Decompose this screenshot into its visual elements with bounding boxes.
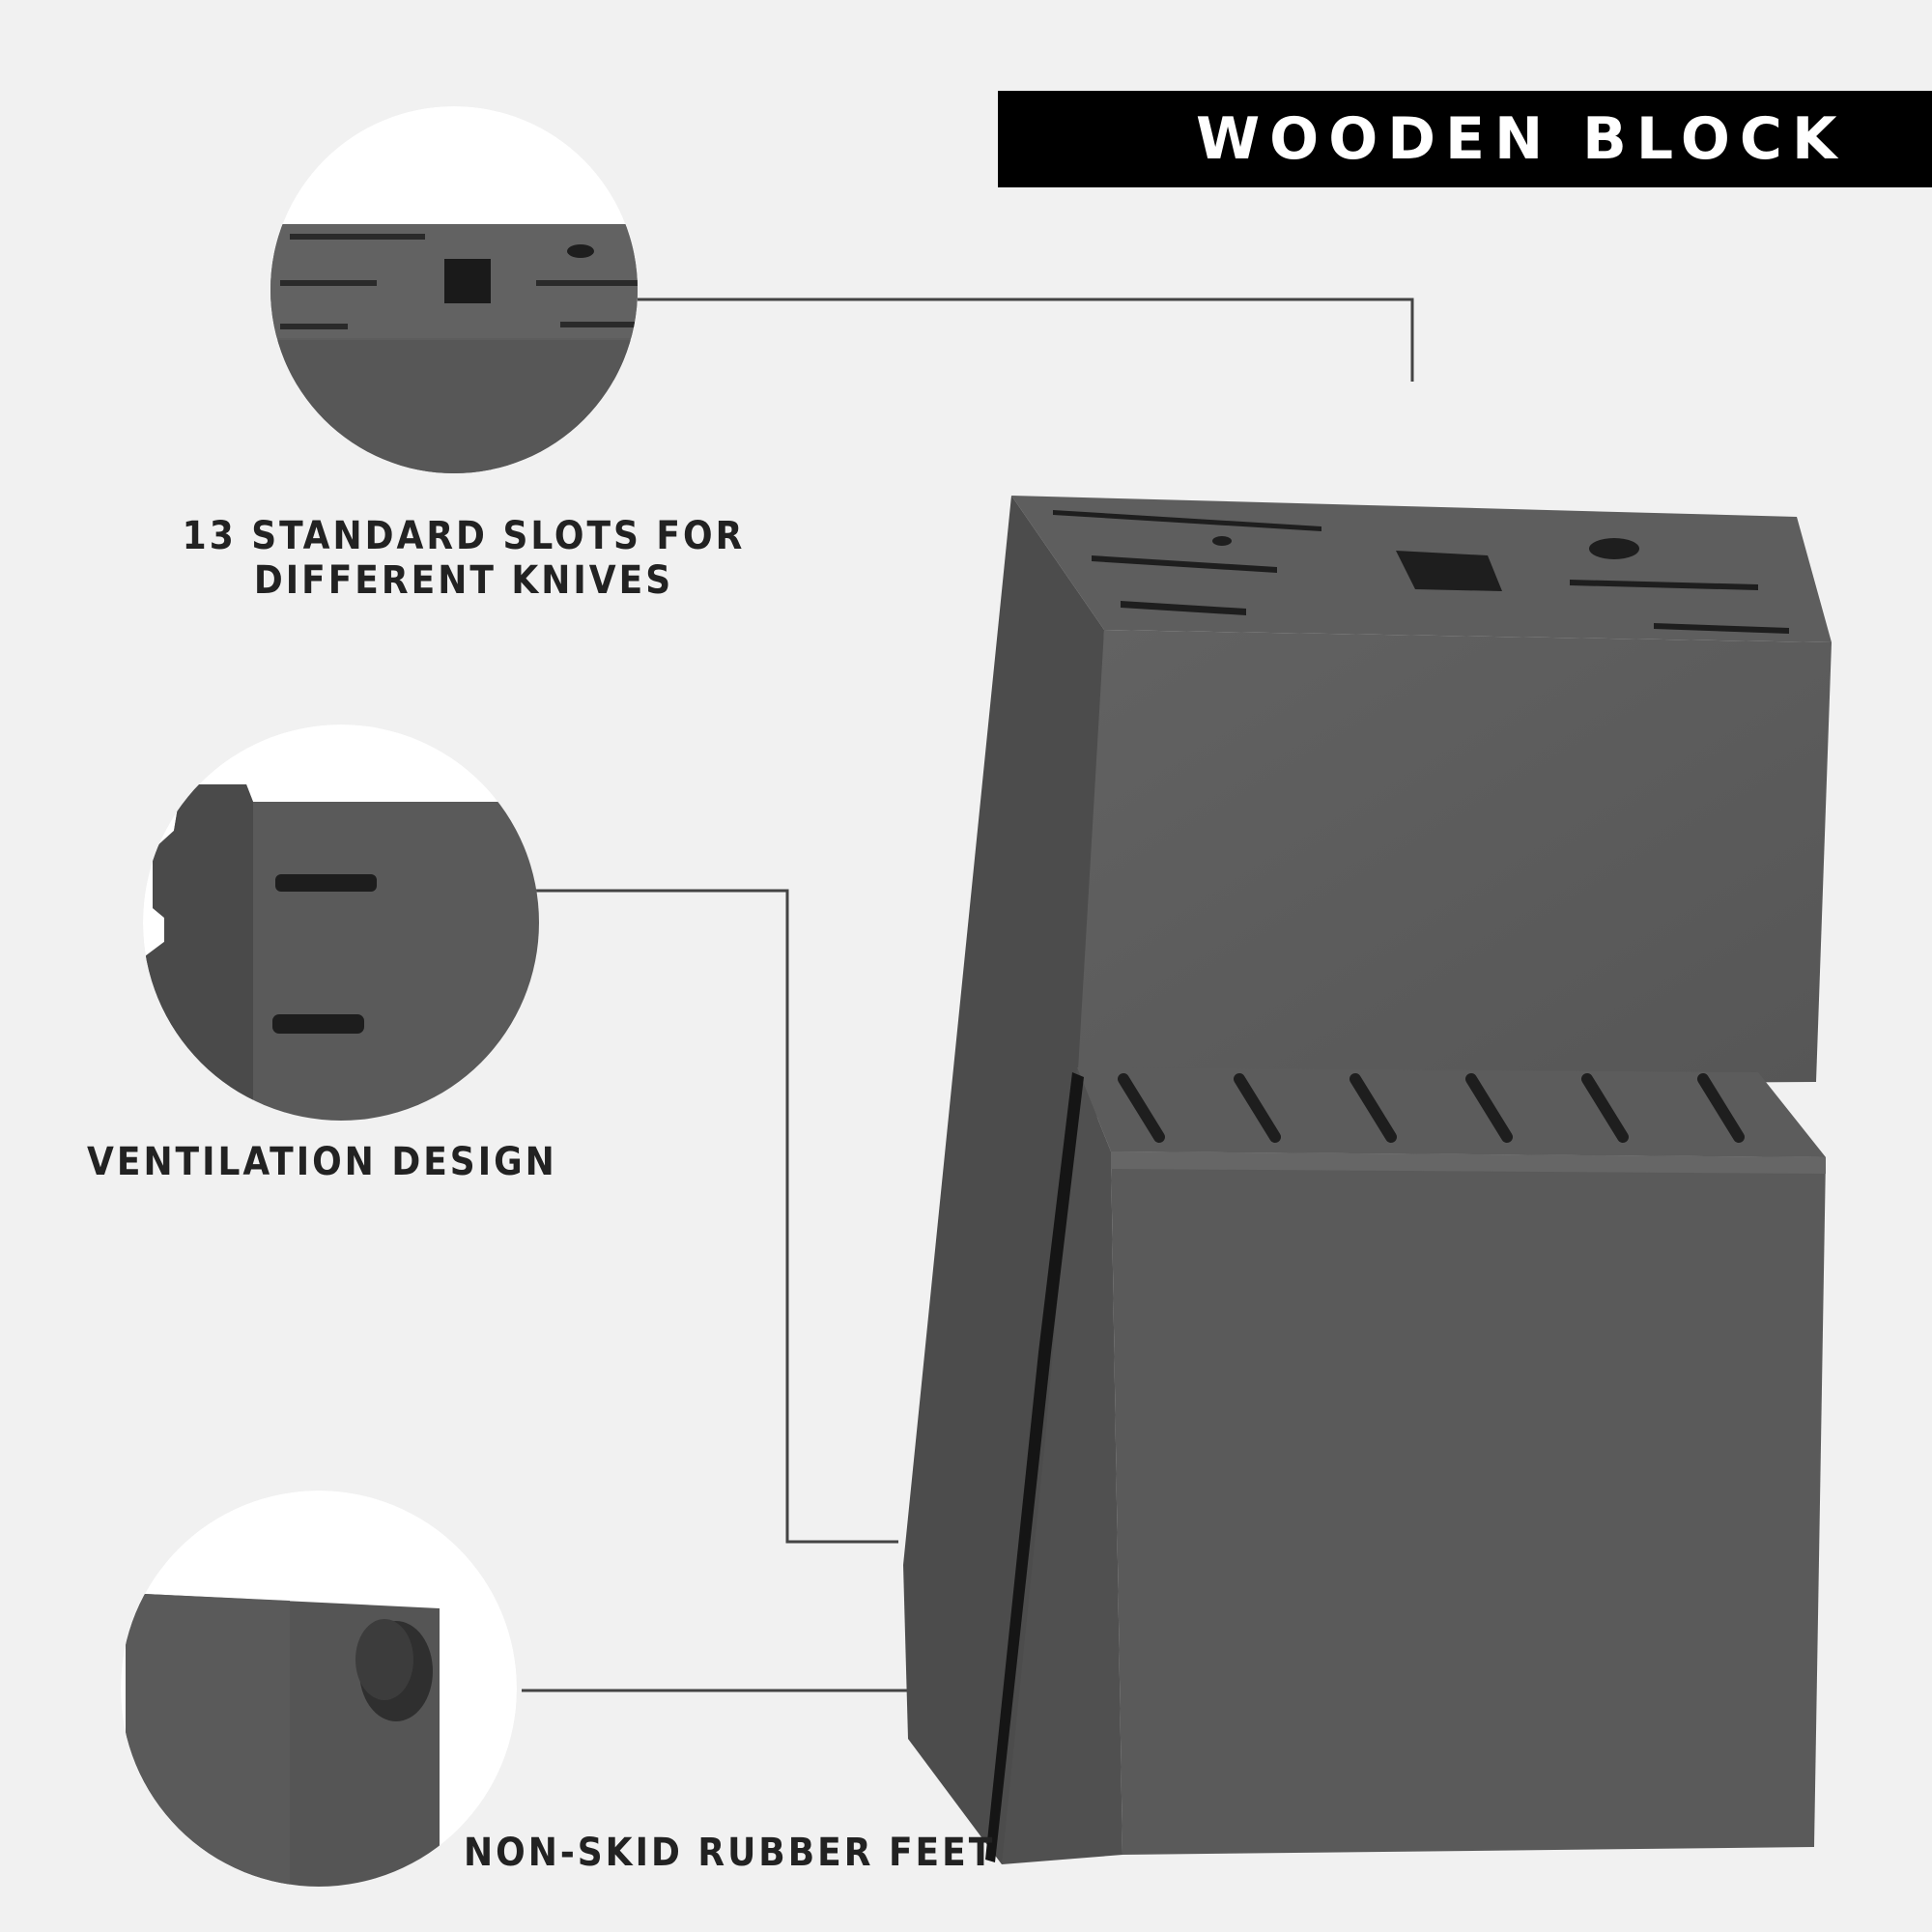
feature-label-line: DIFFERENT KNIVES	[253, 558, 674, 603]
title-banner: WOODEN BLOCK	[998, 91, 1932, 187]
feature-label-feet: NON-SKID RUBBER FEET	[464, 1831, 1024, 1875]
top-slots	[1053, 510, 1789, 634]
feature-label-line: VENTILATION DESIGN	[87, 1140, 557, 1184]
page-title: WOODEN BLOCK	[1196, 105, 1847, 173]
feature-label-slots: 13 STANDARD SLOTS FOR DIFFERENT KNIVES	[145, 514, 782, 603]
detail-circle-slots	[270, 106, 638, 473]
connector-vent	[536, 889, 898, 1544]
feature-label-line: NON-SKID RUBBER FEET	[464, 1831, 996, 1875]
lower-slots	[1118, 1073, 1745, 1143]
connector-slots	[638, 298, 1414, 382]
knife-block-illustration	[903, 496, 1832, 1864]
detail-circle-feet	[121, 1491, 517, 1887]
feature-label-line: 13 STANDARD SLOTS FOR	[182, 514, 746, 558]
detail-circle-vent	[143, 724, 539, 1121]
feature-label-ventilation: VENTILATION DESIGN	[87, 1140, 599, 1184]
